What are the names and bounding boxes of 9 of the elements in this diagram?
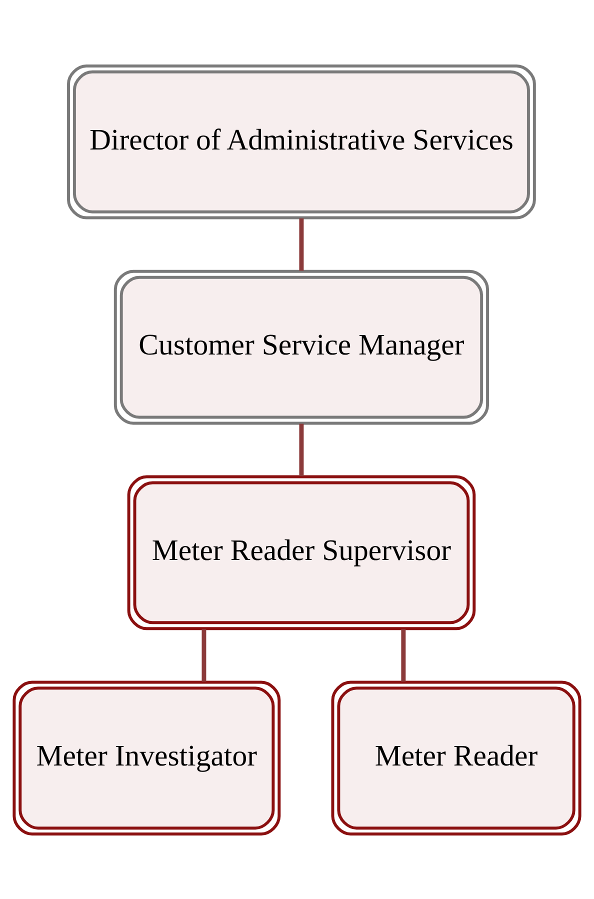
connector bbox=[202, 628, 206, 682]
connector bbox=[299, 218, 304, 270]
node-box: Customer Service Manager bbox=[114, 269, 490, 424]
node-box: Meter Reader bbox=[331, 680, 582, 836]
connector bbox=[401, 628, 406, 682]
node-box: Meter Reader Supervisor bbox=[127, 474, 476, 630]
node-box: Director of Administrative Services bbox=[67, 64, 536, 219]
connector bbox=[299, 423, 304, 476]
node-box: Meter Investigator bbox=[12, 680, 281, 836]
